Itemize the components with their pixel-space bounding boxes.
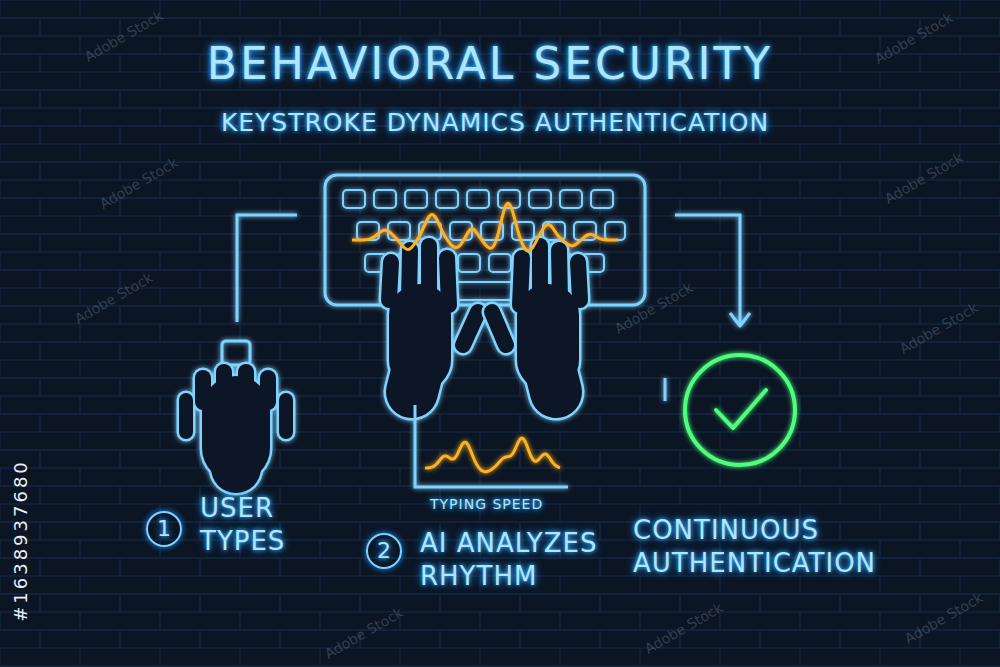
key bbox=[489, 254, 511, 272]
callout-number: 1 bbox=[146, 511, 182, 547]
key bbox=[467, 190, 489, 208]
key bbox=[605, 222, 625, 240]
key bbox=[591, 190, 613, 208]
left-hand-part bbox=[412, 360, 420, 392]
step-label: AI ANALYZES RHYTHM bbox=[420, 527, 640, 592]
key bbox=[374, 190, 396, 208]
left-hand-part bbox=[447, 258, 449, 305]
step-label: CONTINUOUS AUTHENTICATION bbox=[633, 514, 903, 579]
check-mark bbox=[716, 390, 766, 428]
stock-id: #1638937680 bbox=[10, 459, 31, 622]
step-node: USER TYPES bbox=[200, 492, 330, 561]
rhythm-wave bbox=[352, 203, 618, 251]
bracket-line bbox=[237, 215, 297, 322]
key bbox=[560, 190, 582, 208]
right-hand-part bbox=[548, 360, 556, 392]
arrow-head bbox=[730, 313, 750, 326]
left-hand-part bbox=[447, 258, 449, 305]
key bbox=[405, 190, 427, 208]
hand-icon-part bbox=[209, 448, 264, 468]
flow-arrow bbox=[675, 215, 740, 324]
hand-icon-part bbox=[279, 400, 293, 432]
tick-mark bbox=[664, 378, 667, 401]
right-hand bbox=[492, 246, 580, 392]
key-icon bbox=[222, 341, 250, 365]
speed-wave bbox=[425, 438, 560, 472]
right-hand-part bbox=[548, 360, 556, 392]
chart-axes bbox=[415, 405, 568, 487]
step-label: USER TYPES bbox=[200, 492, 330, 557]
key bbox=[529, 190, 551, 208]
left-hand-part bbox=[412, 360, 420, 392]
hand-icon bbox=[186, 372, 286, 468]
hand-icon-part bbox=[177, 400, 196, 432]
right-hand-part bbox=[578, 262, 580, 300]
key bbox=[388, 222, 410, 240]
left-hand-part bbox=[389, 262, 391, 300]
artwork bbox=[186, 175, 795, 487]
step-node: TYPING SPEED bbox=[430, 496, 580, 518]
left-hand bbox=[389, 246, 478, 392]
step-node: CONTINUOUS AUTHENTICATION bbox=[633, 514, 903, 583]
right-hand-part bbox=[520, 258, 522, 305]
right-hand-part bbox=[578, 262, 580, 300]
hand-icon-part bbox=[211, 448, 261, 468]
right-hand-part bbox=[492, 312, 506, 345]
check-circle bbox=[685, 355, 795, 465]
title: BEHAVIORAL SECURITY bbox=[0, 38, 980, 89]
hand-icon-part bbox=[277, 400, 296, 432]
callout-number: 2 bbox=[366, 533, 402, 569]
key bbox=[458, 254, 480, 272]
keyboard bbox=[325, 175, 645, 305]
hand-icon-part bbox=[179, 400, 193, 432]
step-label: TYPING SPEED bbox=[430, 496, 580, 514]
left-hand-part bbox=[389, 262, 391, 300]
left-hand-part bbox=[463, 312, 478, 345]
right-hand-part bbox=[492, 312, 506, 345]
subtitle: KEYSTROKE DYNAMICS AUTHENTICATION bbox=[0, 108, 990, 137]
left-hand-part bbox=[463, 312, 478, 345]
key bbox=[343, 190, 365, 208]
right-hand-part bbox=[520, 258, 522, 305]
key bbox=[436, 190, 458, 208]
